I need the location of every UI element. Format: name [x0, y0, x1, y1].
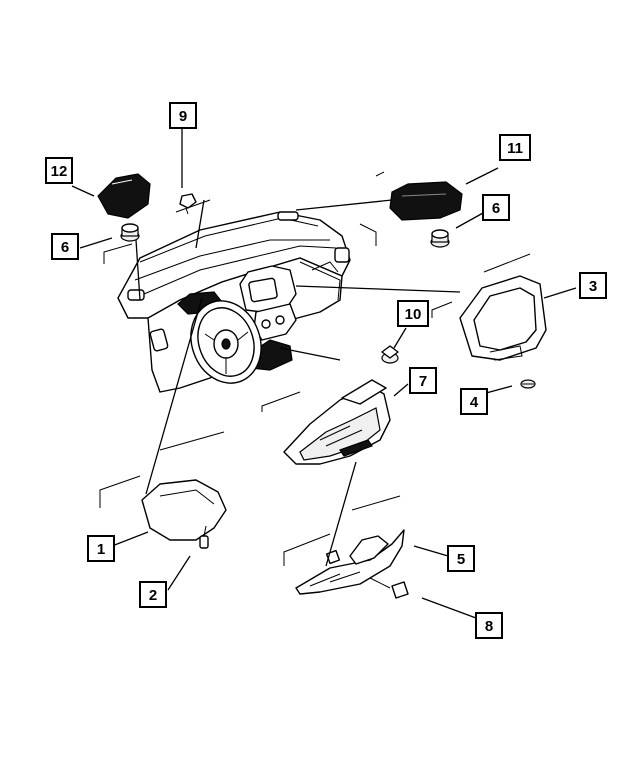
callout-11-label: 11 — [507, 140, 523, 157]
part-5-bracket — [295, 529, 405, 595]
callout-7: 7 — [409, 367, 437, 394]
part-6-nut-right — [430, 229, 450, 248]
callout-5-label: 5 — [457, 551, 465, 568]
part-3-bezel — [459, 275, 547, 361]
callout-6-left: 6 — [51, 233, 79, 260]
callout-9: 9 — [169, 102, 197, 129]
part-4-clip — [520, 379, 536, 389]
part-11-passenger-airbag — [389, 181, 463, 221]
part-8-bolt — [369, 577, 409, 599]
callout-4-label: 4 — [470, 394, 479, 411]
callout-2-label: 2 — [149, 587, 157, 604]
callout-10: 10 — [397, 300, 429, 327]
steering-wheel — [190, 300, 262, 384]
callout-4: 4 — [460, 388, 488, 415]
callout-9-label: 9 — [179, 108, 187, 125]
callout-3: 3 — [579, 272, 607, 299]
part-9-clip — [179, 193, 197, 215]
callout-7-label: 7 — [419, 373, 427, 390]
callout-2: 2 — [139, 581, 167, 608]
callout-3-label: 3 — [589, 278, 597, 295]
part-12-airbag-module — [97, 173, 151, 219]
part-1-driver-airbag — [141, 479, 227, 541]
callout-5: 5 — [447, 545, 475, 572]
callout-8-label: 8 — [485, 618, 493, 635]
callout-6-right: 6 — [482, 194, 510, 221]
part-7-knee-airbag — [283, 379, 391, 465]
callout-12: 12 — [45, 157, 73, 184]
part-2-connector — [199, 525, 209, 549]
callout-1-label: 1 — [97, 541, 105, 558]
callout-6-right-label: 6 — [492, 200, 500, 217]
callout-10-label: 10 — [405, 306, 422, 323]
callout-6-left-label: 6 — [61, 239, 69, 256]
part-6-nut-left — [120, 223, 140, 242]
callout-11: 11 — [499, 134, 531, 161]
leader-lines — [71, 128, 577, 619]
group-brackets — [99, 171, 531, 566]
part-10-nut — [381, 345, 399, 364]
callout-1: 1 — [87, 535, 115, 562]
callout-12-label: 12 — [51, 163, 68, 180]
callout-8: 8 — [475, 612, 503, 639]
